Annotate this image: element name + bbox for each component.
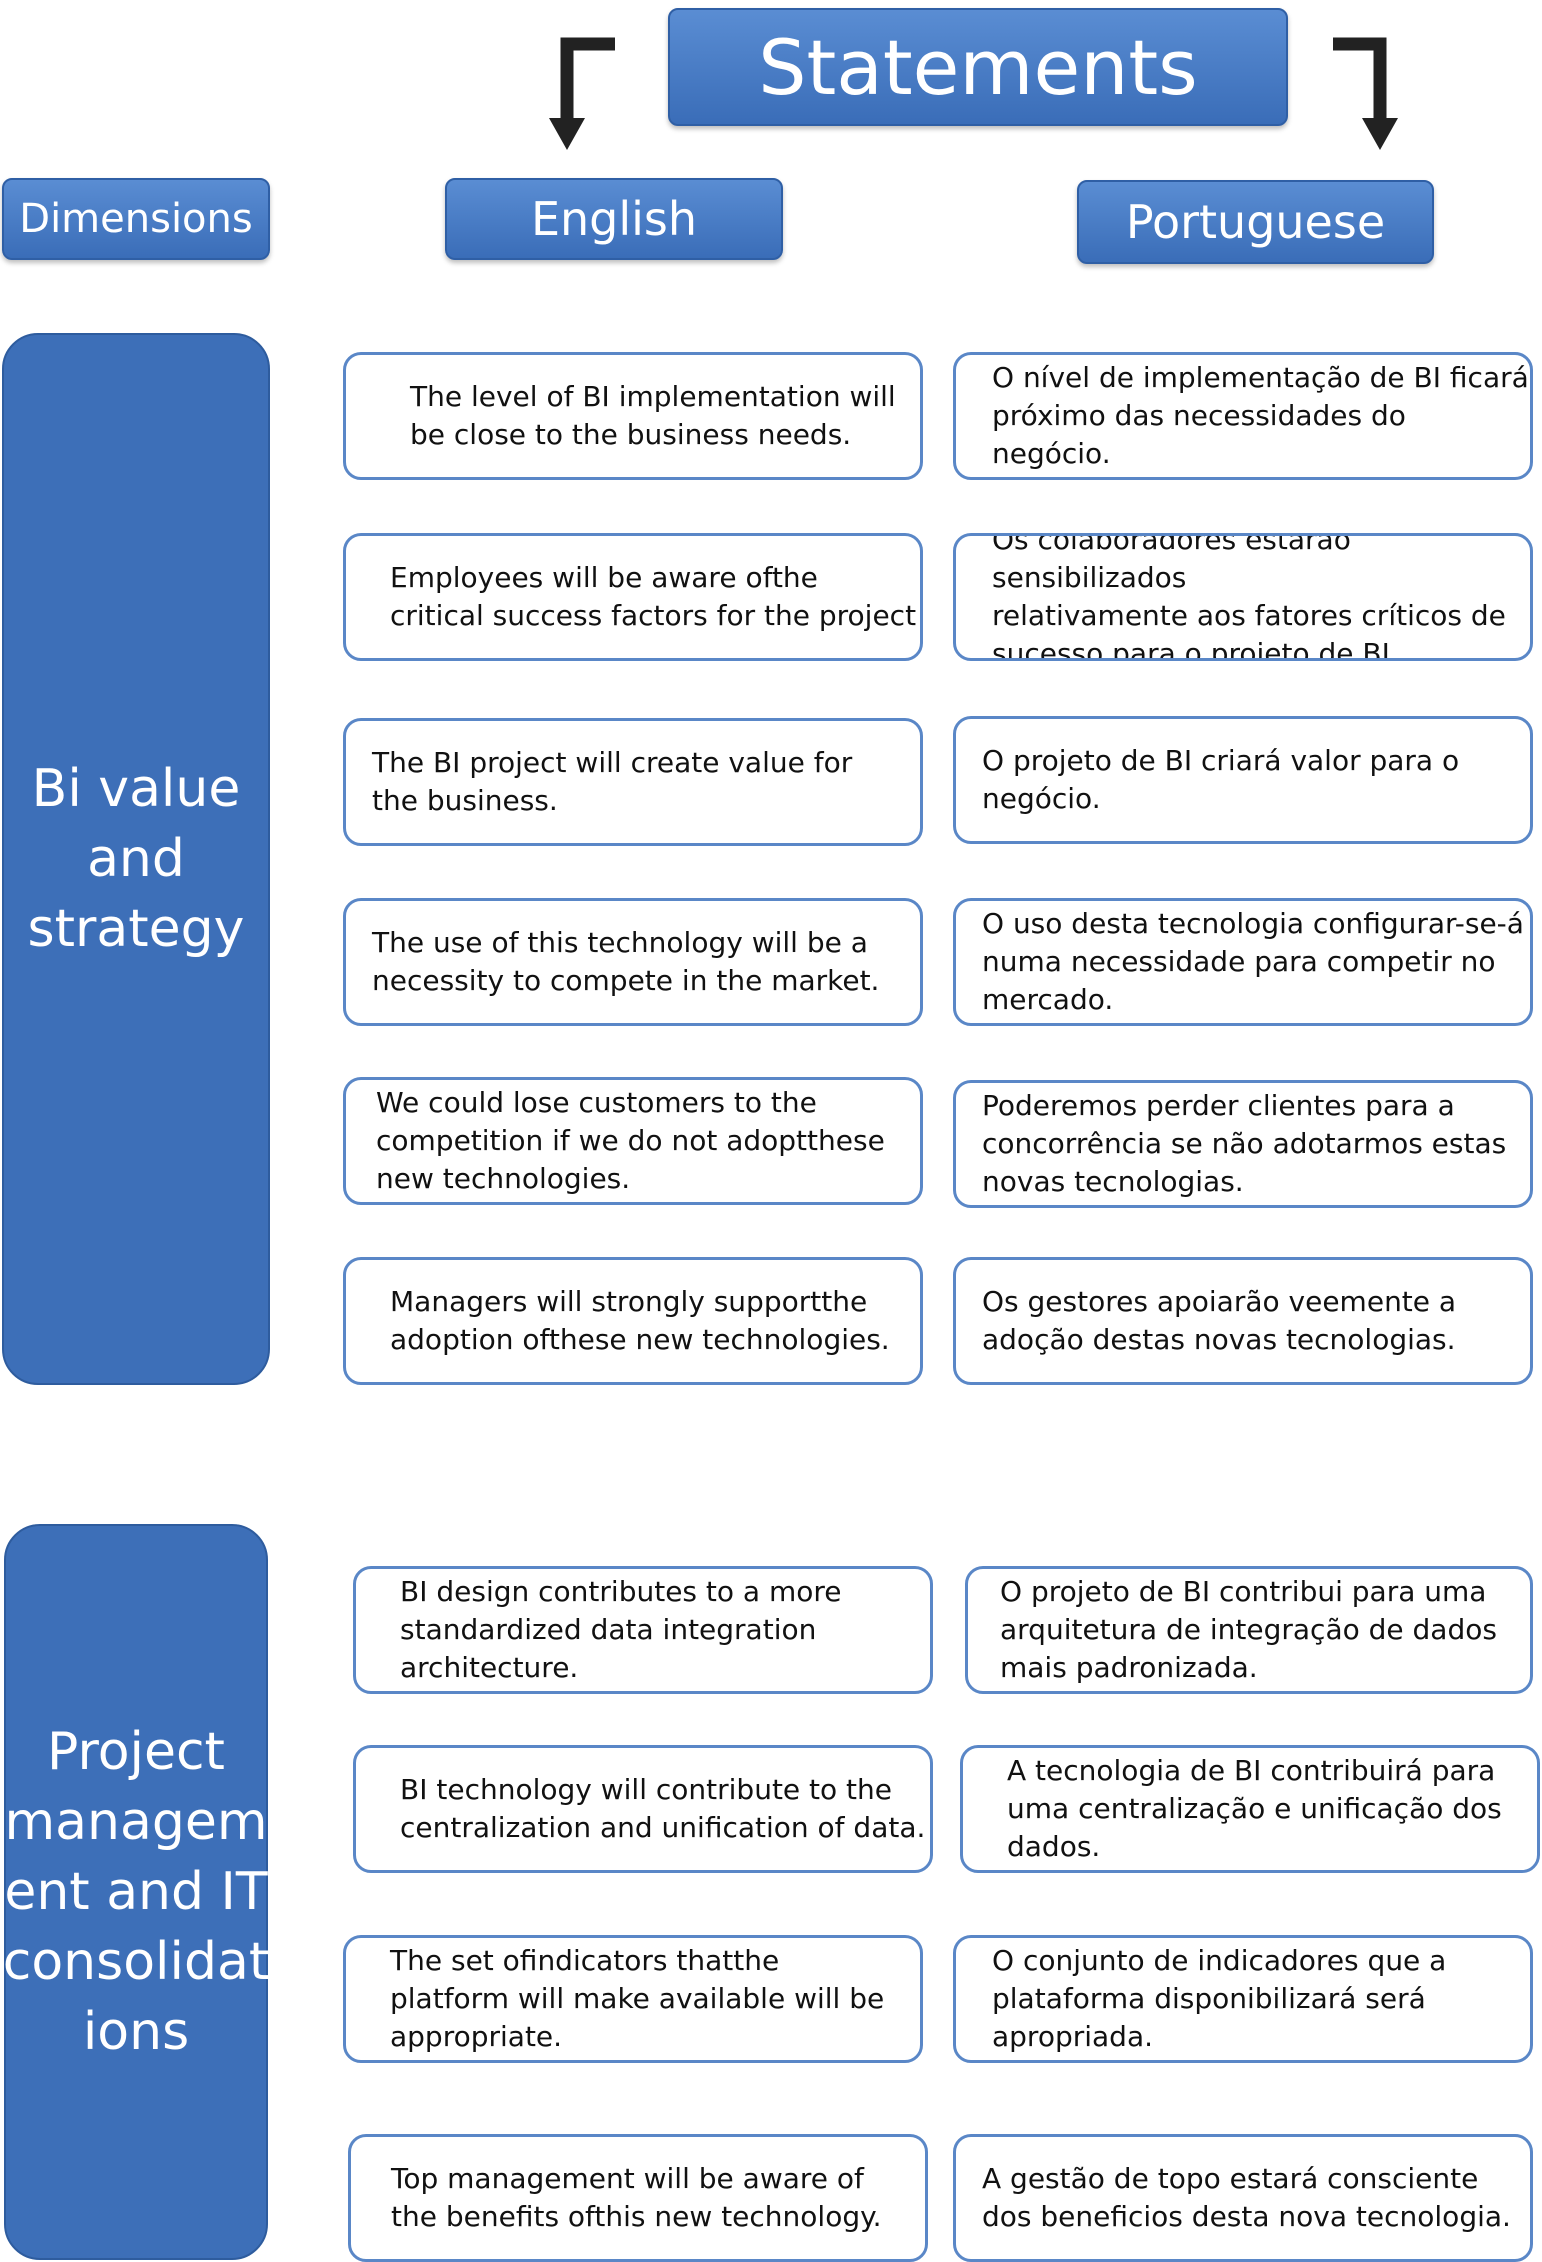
left-arrow-icon xyxy=(549,37,615,150)
statement-pt-8: A tecnologia de BI contribuirá para uma … xyxy=(960,1745,1540,1873)
statement-pt-10: A gestão de topo estará consciente dos b… xyxy=(953,2134,1533,2262)
statement-text: Os gestores apoiarão veemente a adoção d… xyxy=(982,1285,1457,1356)
statement-text: Managers will strongly supportthe adopti… xyxy=(390,1285,890,1356)
right-arrow-icon xyxy=(1333,37,1398,150)
statement-text: We could lose customers to the competiti… xyxy=(376,1086,885,1195)
statement-text: A tecnologia de BI contribuirá para uma … xyxy=(1007,1754,1502,1863)
english-header: English xyxy=(445,178,783,260)
statement-text: Os colaboradores estarão sensibilizados … xyxy=(992,533,1506,661)
statement-en-1: The level of BI implementation will be c… xyxy=(343,352,923,480)
statement-text: Employees will be aware ofthe critical s… xyxy=(390,561,917,632)
statement-text: A gestão de topo estará consciente dos b… xyxy=(982,2162,1511,2233)
dimensions-header: Dimensions xyxy=(2,178,270,260)
statement-text: Top management will be aware of the bene… xyxy=(391,2162,882,2233)
statement-pt-6: Os gestores apoiarão veemente a adoção d… xyxy=(953,1257,1533,1385)
statement-en-6: Managers will strongly supportthe adopti… xyxy=(343,1257,923,1385)
dimension-label: Bi value and strategy xyxy=(27,759,245,959)
statement-en-8: BI technology will contribute to the cen… xyxy=(353,1745,933,1873)
statement-text: O conjunto de indicadores que a platafor… xyxy=(992,1944,1447,2053)
statement-pt-9: O conjunto de indicadores que a platafor… xyxy=(953,1935,1533,2063)
english-title: English xyxy=(530,192,698,246)
dimensions-title: Dimensions xyxy=(19,196,253,242)
statement-pt-3: O projeto de BI criará valor para o negó… xyxy=(953,716,1533,844)
statement-text: The BI project will create value for the… xyxy=(372,746,853,817)
statement-text: The set ofindicators thatthe platform wi… xyxy=(390,1944,885,2053)
portuguese-title: Portuguese xyxy=(1125,195,1386,249)
statements-title: Statements xyxy=(758,22,1198,112)
statement-text: BI design contributes to a more standard… xyxy=(400,1575,842,1684)
statement-pt-2: Os colaboradores estarão sensibilizados … xyxy=(953,533,1533,661)
statement-text: O projeto de BI contribui para uma arqui… xyxy=(1000,1575,1497,1684)
statement-text: The use of this technology will be a nec… xyxy=(372,926,880,997)
statement-pt-1: O nível de implementação de BI ficará pr… xyxy=(953,352,1533,480)
statement-en-10: Top management will be aware of the bene… xyxy=(348,2134,928,2262)
statement-text: The level of BI implementation will be c… xyxy=(410,380,896,451)
statement-text: O nível de implementação de BI ficará pr… xyxy=(992,361,1529,470)
statement-text: O uso desta tecnologia configurar-se-á n… xyxy=(982,907,1524,1016)
portuguese-header: Portuguese xyxy=(1077,180,1434,264)
statement-pt-7: O projeto de BI contribui para uma arqui… xyxy=(965,1566,1533,1694)
statement-text: O projeto de BI criará valor para o negó… xyxy=(982,744,1460,815)
statement-en-4: The use of this technology will be a nec… xyxy=(343,898,923,1026)
statement-en-9: The set ofindicators thatthe platform wi… xyxy=(343,1935,923,2063)
statement-pt-5: Poderemos perder clientes para a concorr… xyxy=(953,1080,1533,1208)
dimension-bi-value-strategy: Bi value and strategy xyxy=(2,333,270,1385)
statement-en-5: We could lose customers to the competiti… xyxy=(343,1077,923,1205)
dimension-project-management-it: Project managem ent and IT consolidat io… xyxy=(2,1524,270,2260)
statements-header: Statements xyxy=(668,8,1288,126)
statement-en-2: Employees will be aware ofthe critical s… xyxy=(343,533,923,661)
dimension-label: Project managem ent and IT consolidat io… xyxy=(2,1722,270,2062)
statement-en-3: The BI project will create value for the… xyxy=(343,718,923,846)
statement-en-7: BI design contributes to a more standard… xyxy=(353,1566,933,1694)
statement-text: Poderemos perder clientes para a concorr… xyxy=(982,1089,1507,1198)
statement-pt-4: O uso desta tecnologia configurar-se-á n… xyxy=(953,898,1533,1026)
statement-text: BI technology will contribute to the cen… xyxy=(400,1773,926,1844)
